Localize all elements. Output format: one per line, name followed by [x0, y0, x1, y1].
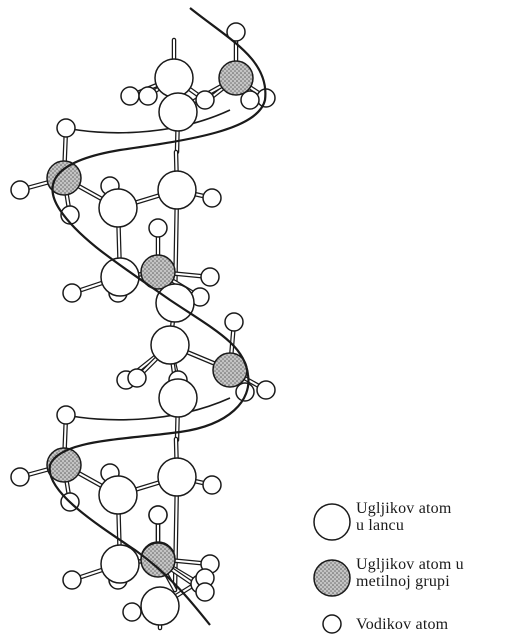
chain-carbon-atom [98, 188, 138, 228]
legend: Ugljikov atom u lancu Ugljikov atom u me… [312, 500, 517, 637]
legend-label-chain-carbon-line1: Ugljikov atom [356, 500, 452, 517]
chain-carbon-atom [140, 586, 180, 626]
hydrogen-atom [235, 382, 255, 402]
chain-carbon-atom [100, 257, 140, 297]
chain-carbon-atom [158, 378, 198, 418]
hydrogen-atom [138, 86, 158, 106]
hydrogen-atom [56, 118, 76, 138]
methyl-carbon-legend-icon [313, 559, 351, 597]
hydrogen-legend-icon [322, 614, 342, 634]
legend-label-hydrogen: Vodikov atom [356, 616, 449, 633]
helix-back-segment [65, 109, 231, 134]
hydrogen-atom [202, 475, 222, 495]
chain-carbon-atom [157, 457, 197, 497]
hydrogen-atom [195, 90, 215, 110]
atom-group [10, 22, 276, 626]
helix-line-back [65, 109, 231, 421]
hydrogen-atom [148, 505, 168, 525]
hydrogen-atom [120, 86, 140, 106]
hydrogen-atom [10, 467, 30, 487]
hydrogen-atom [148, 218, 168, 238]
hydrogen-atom [202, 188, 222, 208]
chain-carbon-atom [158, 92, 198, 132]
helix-line-front [48, 7, 267, 626]
chain-carbon-legend-icon [313, 503, 351, 541]
chain-carbon-atom [150, 325, 190, 365]
helix-back-segment [65, 397, 231, 421]
chain-carbon-atom [100, 544, 140, 584]
hydrogen-atom [122, 602, 142, 622]
hydrogen-atom [62, 570, 82, 590]
methyl-carbon-atom [140, 542, 176, 578]
legend-label-methyl-carbon-line1: Ugljikov atom u [356, 556, 464, 573]
legend-label-methyl-carbon-line2: metilnoj grupi [356, 573, 450, 590]
legend-label-chain-carbon-line2: u lancu [356, 517, 405, 534]
hydrogen-atom [10, 180, 30, 200]
hydrogen-atom [224, 312, 244, 332]
hydrogen-atom [256, 380, 276, 400]
methyl-carbon-atom [46, 160, 82, 196]
hydrogen-atom [240, 90, 260, 110]
hydrogen-atom [195, 582, 215, 602]
chain-carbon-atom [98, 475, 138, 515]
chain-carbon-atom [154, 58, 194, 98]
hydrogen-atom [62, 283, 82, 303]
hydrogen-atom [200, 267, 220, 287]
methyl-carbon-atom [218, 60, 254, 96]
chain-carbon-atom [157, 170, 197, 210]
methyl-carbon-atom [140, 254, 176, 290]
hydrogen-atom [127, 368, 147, 388]
hydrogen-atom [56, 405, 76, 425]
helix-curve [48, 7, 267, 626]
hydrogen-atom [226, 22, 246, 42]
